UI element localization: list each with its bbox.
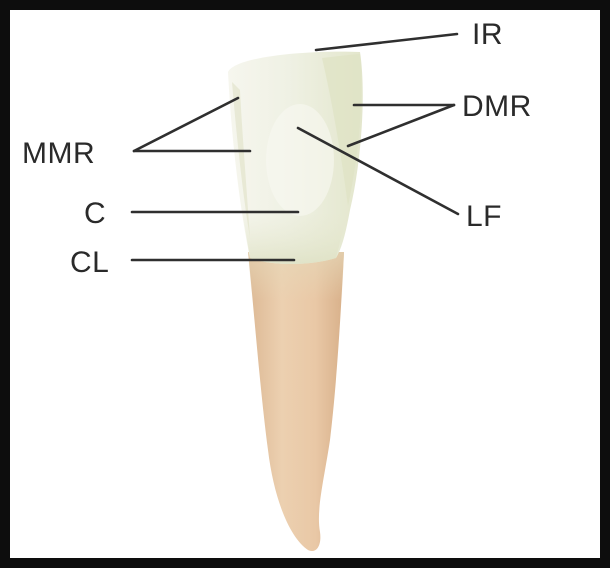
label-c: C — [84, 197, 106, 230]
label-cl: CL — [70, 246, 109, 279]
label-dmr: DMR — [462, 90, 532, 123]
label-ir: IR — [472, 18, 503, 51]
mmr-leader-line-upper — [134, 98, 238, 151]
tooth-diagram: IR DMR MMR C LF CL — [10, 10, 600, 558]
label-lf: LF — [466, 200, 502, 233]
crown-cervical-shade — [242, 210, 348, 264]
ir-leader-line — [316, 34, 457, 50]
label-mmr: MMR — [22, 137, 95, 170]
lingual-fossa-shade — [266, 104, 334, 216]
dmr-leader-line-lower — [348, 105, 454, 146]
